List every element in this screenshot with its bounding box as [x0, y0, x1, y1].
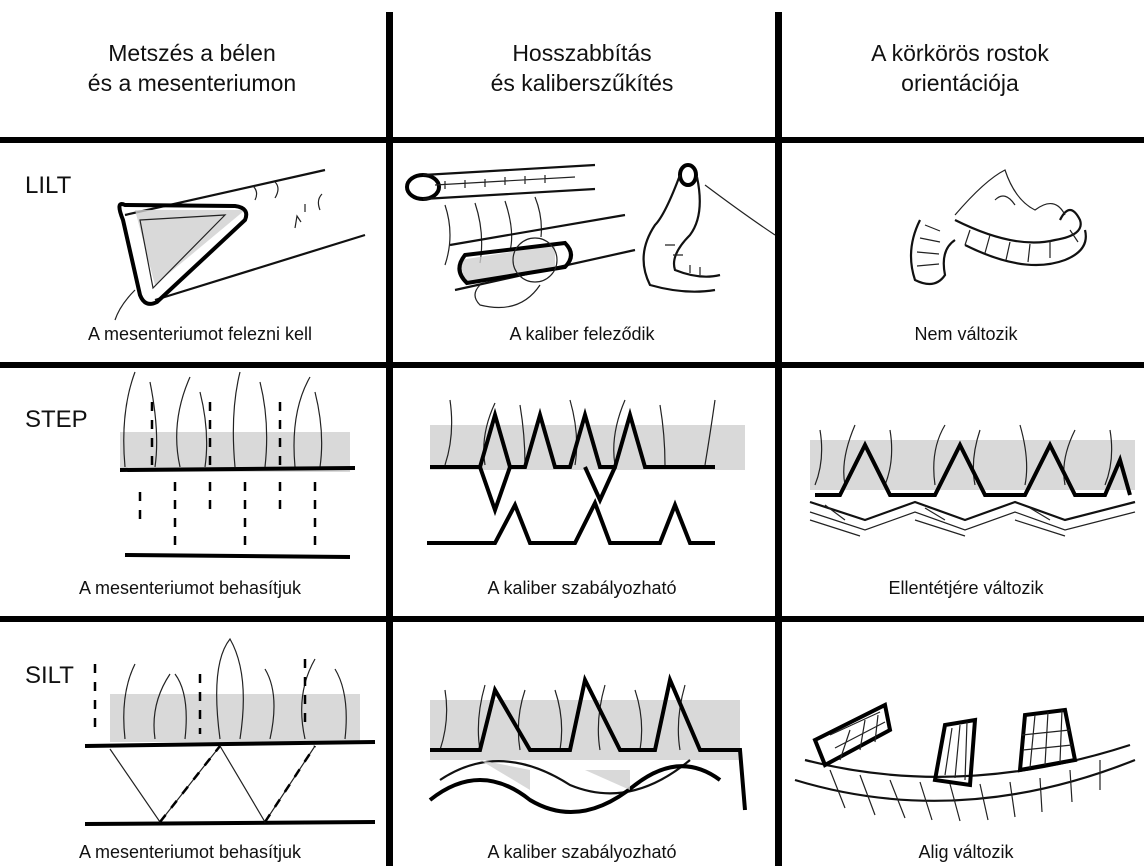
column-header-incision: Metszés a bélen és a mesenteriumon [2, 38, 382, 98]
header-line: Metszés a bélen [2, 38, 382, 68]
step-fibers-sketch [805, 420, 1140, 540]
silt-fibers-sketch [790, 690, 1140, 830]
caption-lilt-incision: A mesenteriumot felezni kell [10, 324, 390, 345]
row-divider-1 [0, 362, 1144, 368]
step-caliber-sketch [425, 395, 755, 555]
caption-step-incision: A mesenteriumot behasítjuk [0, 578, 380, 599]
header-line: orientációja [770, 68, 1144, 98]
header-line: Hosszabbítás [392, 38, 772, 68]
lilt-fibers-sketch [895, 160, 1095, 300]
caption-lilt-caliber: A kaliber feleződik [392, 324, 772, 345]
lilt-caliber-sketch [405, 155, 775, 305]
row-divider-2 [0, 616, 1144, 622]
column-header-fiber-orientation: A körkörös rostok orientációja [770, 38, 1144, 98]
caption-silt-caliber: A kaliber szabályozható [392, 842, 772, 863]
silt-incision-sketch [80, 634, 380, 834]
caption-lilt-fibers: Nem változik [776, 324, 1144, 345]
caption-silt-fibers: Alig változik [776, 842, 1144, 863]
lilt-incision-sketch [95, 150, 375, 320]
silt-caliber-sketch [420, 650, 760, 820]
step-incision-sketch [110, 372, 360, 562]
header-line: és a mesenteriumon [2, 68, 382, 98]
row-label-step: STEP [25, 406, 88, 434]
caption-step-fibers: Ellentétjére változik [776, 578, 1144, 599]
column-header-lengthening: Hosszabbítás és kaliberszűkítés [392, 38, 772, 98]
row-divider-header [0, 137, 1144, 143]
header-line: A körkörös rostok [770, 38, 1144, 68]
caption-step-caliber: A kaliber szabályozható [392, 578, 772, 599]
row-label-silt: SILT [25, 662, 74, 690]
row-label-lilt: LILT [25, 172, 71, 200]
header-line: és kaliberszűkítés [392, 68, 772, 98]
caption-silt-incision: A mesenteriumot behasítjuk [0, 842, 380, 863]
